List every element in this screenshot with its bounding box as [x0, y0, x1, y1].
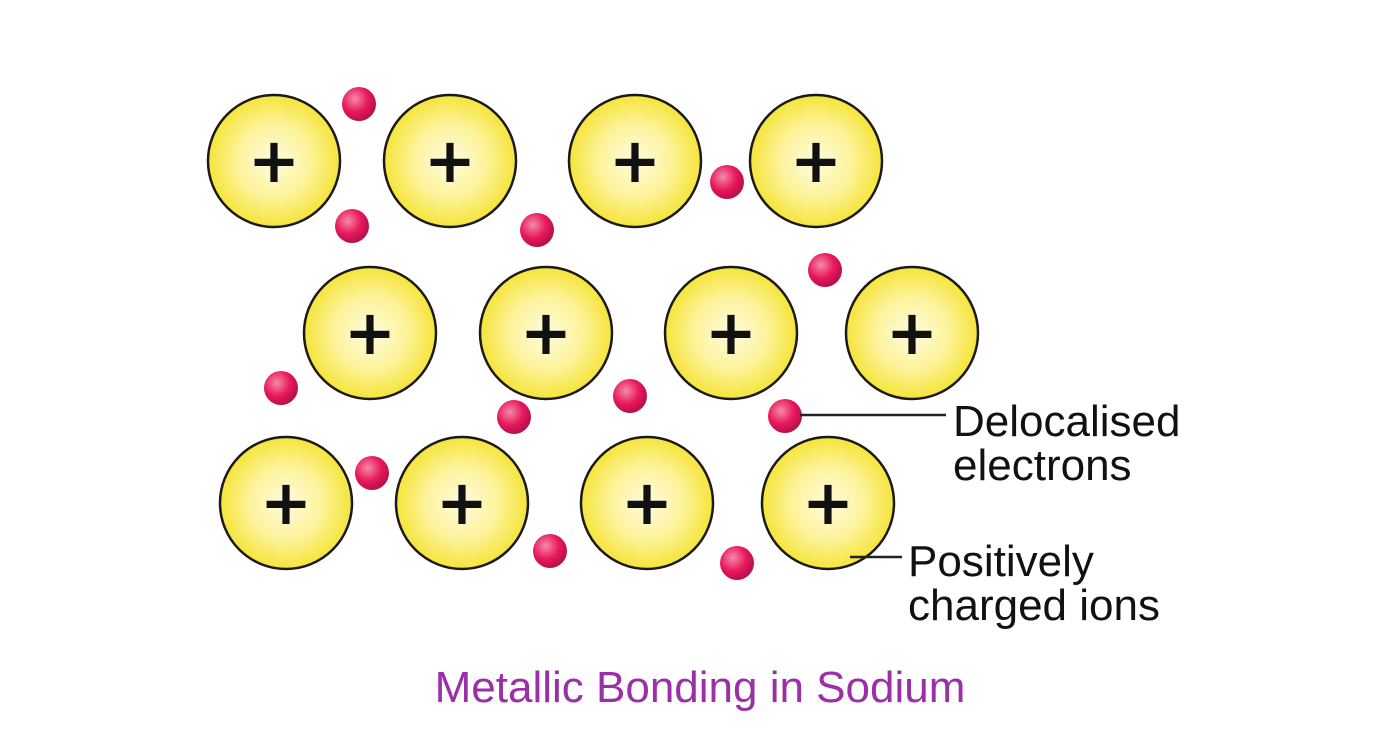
ion-charge-symbol: +	[886, 296, 938, 369]
ion-circle	[218, 435, 354, 571]
ion-circle	[844, 265, 980, 401]
delocalised-electron	[710, 165, 744, 199]
ion-charge-symbol: +	[520, 296, 572, 369]
ion-charge-symbol: +	[705, 296, 757, 369]
positive-ion: +	[218, 435, 354, 571]
ion-charge-symbol: +	[344, 296, 396, 369]
delocalised-electron	[342, 87, 376, 121]
ion-circle	[748, 93, 884, 229]
positive-ion: +	[760, 435, 896, 571]
positive-ion: +	[206, 93, 342, 229]
positive-ion: +	[663, 265, 799, 401]
delocalised-electron	[720, 546, 754, 580]
delocalised-electrons-label-line2: electrons	[953, 441, 1132, 490]
electron-sea	[264, 87, 842, 580]
positive-ions-label-line1: Positively	[908, 537, 1094, 586]
ion-charge-symbol: +	[621, 466, 673, 539]
positive-ion: +	[394, 435, 530, 571]
ion-circle	[382, 93, 518, 229]
delocalised-electron	[355, 456, 389, 490]
delocalised-electron	[533, 534, 567, 568]
delocalised-electron	[520, 213, 554, 247]
delocalised-electron	[264, 371, 298, 405]
delocalised-electrons-label-line1: Delocalised	[953, 397, 1180, 446]
ion-charge-symbol: +	[802, 466, 854, 539]
delocalised-electron	[497, 400, 531, 434]
ion-charge-symbol: +	[609, 124, 661, 197]
ion-circle	[760, 435, 896, 571]
ion-lattice: + + + + + + + + + + + +	[206, 93, 980, 571]
positive-ion: +	[382, 93, 518, 229]
diagram-caption: Metallic Bonding in Sodium	[435, 663, 966, 712]
ion-charge-symbol: +	[424, 124, 476, 197]
positive-ion: +	[567, 93, 703, 229]
positive-ion: +	[844, 265, 980, 401]
ion-charge-symbol: +	[260, 466, 312, 539]
ion-charge-symbol: +	[248, 124, 300, 197]
positive-ion: +	[748, 93, 884, 229]
ion-circle	[394, 435, 530, 571]
positive-ion: +	[478, 265, 614, 401]
positive-ion: +	[302, 265, 438, 401]
ion-circle	[579, 435, 715, 571]
delocalised-electron	[808, 253, 842, 287]
delocalised-electron	[768, 399, 802, 433]
positive-ions-label-line2: charged ions	[908, 581, 1160, 630]
ion-circle	[478, 265, 614, 401]
ion-circle	[663, 265, 799, 401]
delocalised-electron	[335, 209, 369, 243]
ion-circle	[302, 265, 438, 401]
ion-circle	[206, 93, 342, 229]
ion-charge-symbol: +	[790, 124, 842, 197]
delocalised-electron	[613, 379, 647, 413]
ion-charge-symbol: +	[436, 466, 488, 539]
ion-circle	[567, 93, 703, 229]
positive-ion: +	[579, 435, 715, 571]
